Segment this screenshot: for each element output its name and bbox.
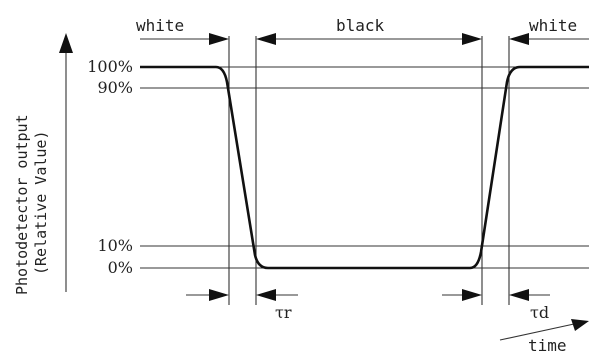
white-left-arrowhead [209,33,229,45]
y-axis-label-line1: Photodetector output [13,114,31,295]
tau-d-right-arrowhead [509,289,529,301]
tick-10: 10% [97,236,133,255]
tick-100: 100% [87,57,133,76]
black-arrowhead-left [256,33,276,45]
tau-r-left-arrowhead [209,289,229,301]
label-white-left: white [136,16,184,35]
black-arrowhead-right [462,33,482,45]
label-tau-d: τd [530,303,549,322]
y-axis-label: Photodetector output (Relative Value) [13,114,50,295]
label-white-right: white [529,16,577,35]
x-axis-arrowhead [571,319,589,331]
label-black: black [336,16,385,35]
tick-90: 90% [97,78,133,97]
x-axis-line [499,323,575,341]
tau-r-right-arrowhead [256,289,276,301]
tau-d-left-arrowhead [462,289,482,301]
label-tau-r: τr [275,303,292,322]
y-axis-arrowhead [59,33,73,53]
white-right-arrowhead [509,33,529,45]
label-time: time [528,336,567,353]
y-axis-label-line2: (Relative Value) [32,131,50,276]
tick-0: 0% [108,258,133,277]
photodetector-waveform [140,65,589,270]
